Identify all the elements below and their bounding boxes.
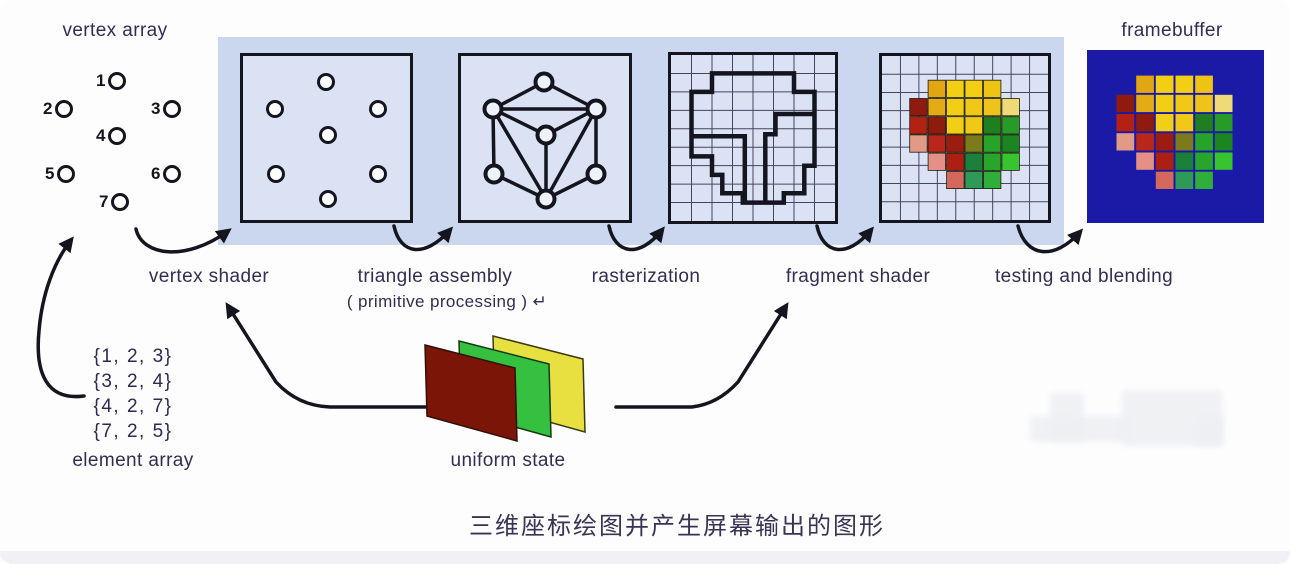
element-array-item: {7, 2, 5} (93, 421, 173, 442)
vertex-number: 4 (96, 126, 106, 145)
vertex-point: 3 (151, 99, 182, 119)
vertex-circle-icon (108, 127, 127, 145)
framebuffer-pixels-graphic (1087, 50, 1264, 223)
vertex-array-label: vertex array (62, 20, 168, 41)
watermark-blur (1030, 416, 1130, 442)
framebuffer-label: framebuffer (1121, 20, 1223, 41)
rasterization-label: rasterization (591, 266, 701, 287)
vertex-circle-icon (111, 193, 130, 211)
vertex-shader-label: vertex shader (148, 266, 270, 287)
element-array-item: {3, 2, 4} (93, 371, 173, 392)
vertex-number: 2 (43, 99, 53, 118)
uniform-state-label: uniform state (450, 450, 566, 471)
vertex-circle-icon (108, 72, 127, 90)
element-array-item: {4, 2, 7} (93, 396, 173, 417)
fragment-pixels-graphic (882, 56, 1048, 220)
vertex-number: 7 (99, 192, 109, 211)
wireframe-graphic (482, 71, 607, 210)
vertex-number: 3 (151, 99, 161, 118)
vertex-dots-graphic (266, 73, 387, 208)
bottom-strip (0, 551, 1290, 564)
vertex-circle-icon (163, 100, 182, 118)
vertex-point: 5 (45, 164, 76, 184)
watermark-blur (1196, 416, 1224, 446)
vertex-point: 4 (96, 126, 127, 146)
vertex-number: 6 (151, 164, 161, 183)
vertex-circle-icon (163, 165, 182, 183)
rasterization-box (668, 52, 838, 224)
element-array-item: {1, 2, 3} (93, 346, 173, 367)
vertex-point: 1 (96, 71, 127, 91)
testing-blending-label: testing and blending (994, 266, 1174, 287)
triangle-assembly-label: triangle assembly (357, 266, 513, 287)
vertex-number: 1 (96, 71, 106, 90)
raster-grid-graphic (671, 55, 835, 221)
vertex-point: 6 (151, 164, 182, 184)
vertex-circle-icon (55, 100, 74, 118)
uniform-state-graphic (424, 335, 586, 442)
triangle-assembly-box (458, 53, 632, 223)
framebuffer-box (1087, 50, 1264, 223)
fragment-shader-box (879, 53, 1051, 223)
vertex-point: 2 (43, 99, 74, 119)
element-array: {1, 2, 3} {3, 2, 4} {4, 2, 7} {7, 2, 5} (58, 344, 208, 444)
vertex-number: 5 (45, 164, 55, 183)
fragment-shader-label: fragment shader (785, 266, 931, 287)
vertex-circle-icon (57, 165, 76, 183)
caption-text: 三维座标绘图并产生屏幕输出的图形 (469, 513, 885, 540)
primitive-processing-sublabel: ( primitive processing ) ↵ (346, 292, 548, 311)
vertex-shader-box (240, 53, 413, 223)
element-array-label: element array (72, 450, 194, 471)
vertex-point: 7 (99, 192, 130, 212)
